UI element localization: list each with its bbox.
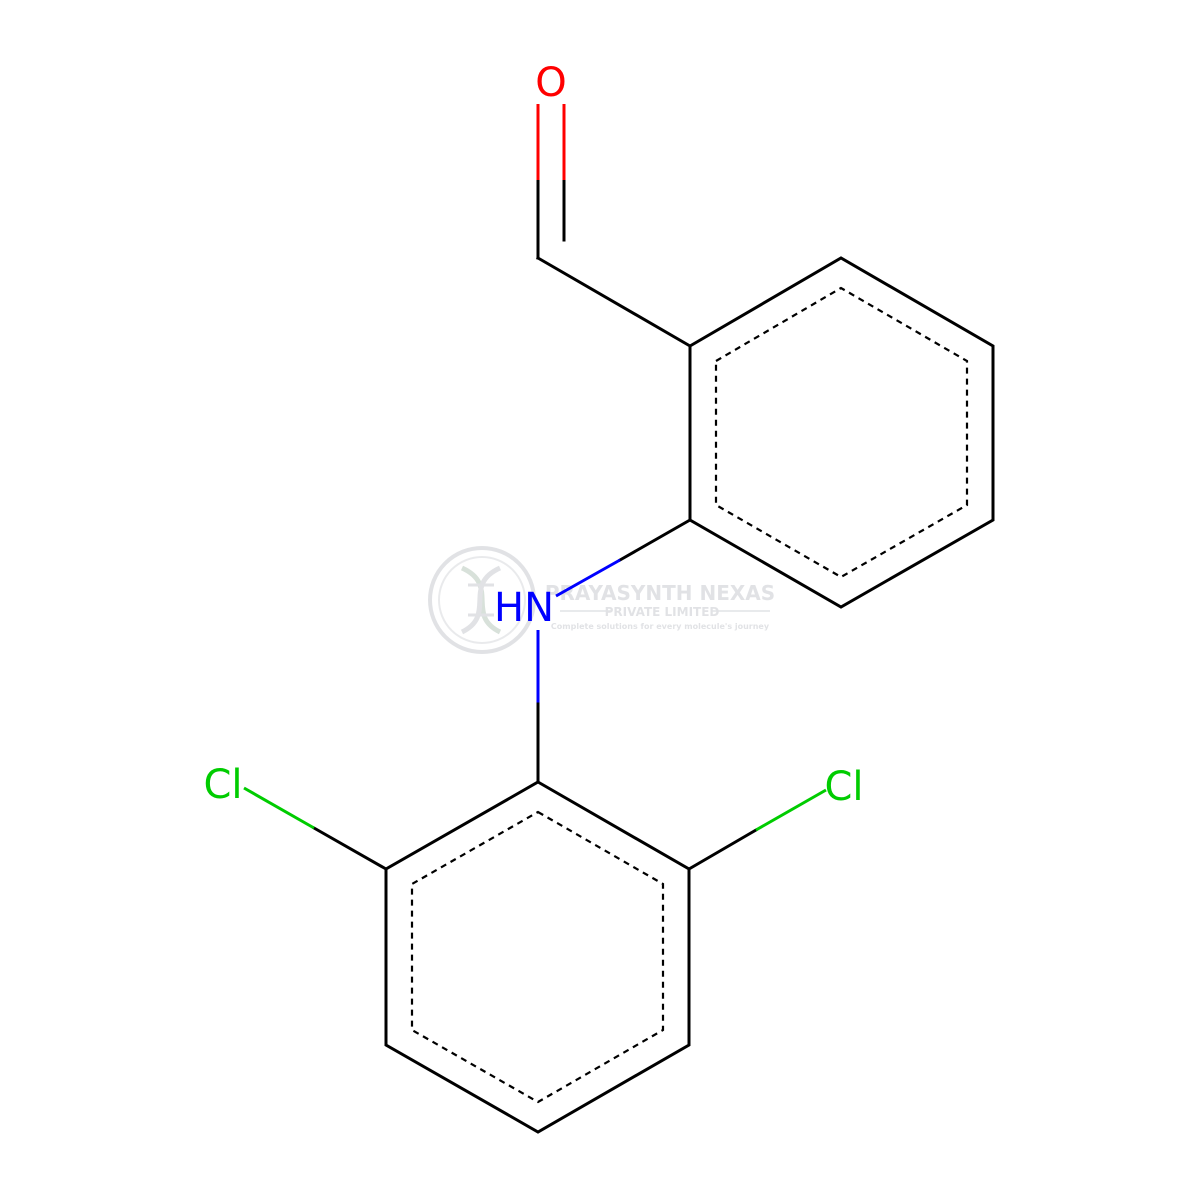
watermark-subtitle: PRIVATE LIMITED <box>605 605 720 619</box>
right-cl-bond <box>686 827 759 872</box>
lower-benzene-ring <box>384 780 691 1134</box>
amine-linkage <box>536 517 693 784</box>
left-cl-bond <box>311 825 389 872</box>
right-cl-bond-green <box>755 788 827 832</box>
upper-benzene-ring <box>688 256 995 609</box>
ring-to-n-bond-blue <box>555 558 621 598</box>
chlorine-bonds <box>243 786 827 872</box>
aldehyde-group <box>535 104 693 349</box>
nitrogen-atom-label: HN <box>494 585 554 631</box>
left-chlorine-atom-label: Cl <box>203 762 242 808</box>
aldehyde-to-ring-bond <box>535 255 693 349</box>
oxygen-atom-label: O <box>535 60 566 106</box>
ring-to-n-bond <box>617 517 693 563</box>
watermark-tagline: Complete solutions for every molecule's … <box>551 622 770 631</box>
right-chlorine-atom-label: Cl <box>824 764 863 810</box>
watermark: PRAYASYNTH NEXAS PRIVATE LIMITED Complet… <box>428 546 775 654</box>
watermark-logo-icon <box>428 546 536 654</box>
left-cl-bond-green <box>243 786 315 830</box>
watermark-company: PRAYASYNTH NEXAS <box>545 581 775 605</box>
